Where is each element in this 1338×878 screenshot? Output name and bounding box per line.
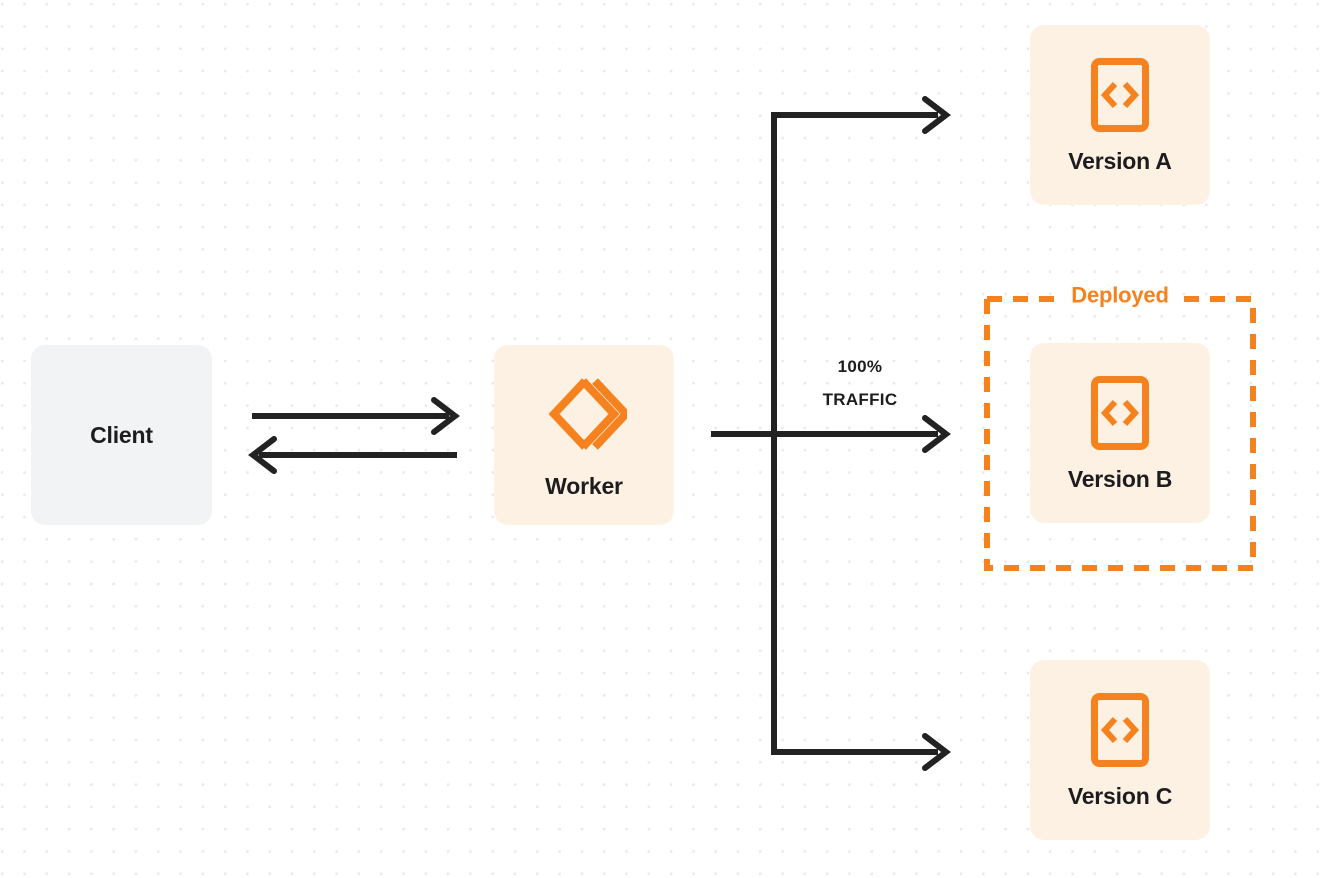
edge-worker-to-version-b <box>711 415 951 453</box>
edge-worker-to-version-a <box>771 96 951 134</box>
node-version-b-label: Version B <box>1067 465 1173 492</box>
deployed-group: Deployed <box>984 283 1256 571</box>
edge-client-to-worker <box>252 397 460 435</box>
code-brackets-icon <box>1091 692 1149 767</box>
edge-worker-to-version-c <box>771 733 951 771</box>
node-client-label: Client <box>90 421 153 448</box>
edge-worker-to-client <box>248 436 457 474</box>
node-version-a[interactable]: Version A <box>1030 25 1210 205</box>
node-worker[interactable]: Worker <box>494 345 674 525</box>
traffic-label: 100% TRAFFIC <box>795 350 925 416</box>
code-brackets-icon <box>1091 57 1149 132</box>
traffic-unit: TRAFFIC <box>822 390 898 410</box>
deployed-dashed-border <box>984 296 1256 571</box>
node-version-c[interactable]: Version C <box>1030 660 1210 840</box>
node-version-b[interactable]: Version B <box>1030 343 1210 523</box>
node-version-c-label: Version C <box>1067 782 1173 809</box>
code-brackets-icon <box>1091 375 1149 450</box>
node-version-a-label: Version A <box>1068 147 1172 174</box>
traffic-percent: 100% <box>837 357 883 376</box>
node-client[interactable]: Client <box>31 345 212 525</box>
cloudflare-workers-logo-icon <box>541 373 632 455</box>
deployed-group-label: Deployed <box>1061 283 1179 308</box>
node-worker-label: Worker <box>545 472 623 499</box>
